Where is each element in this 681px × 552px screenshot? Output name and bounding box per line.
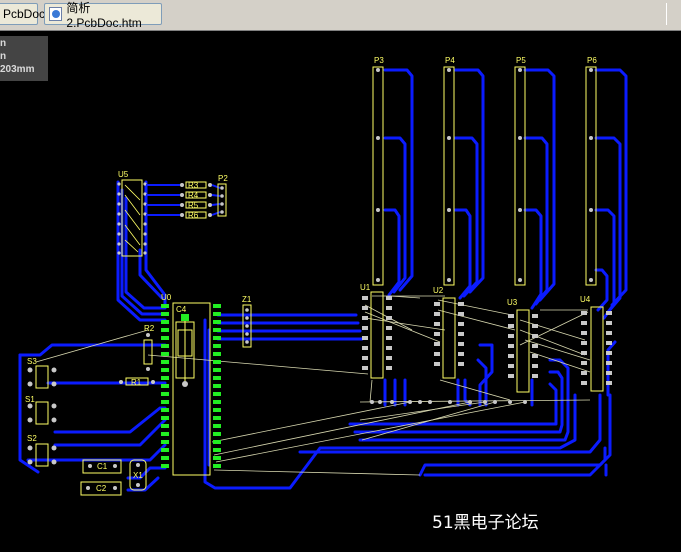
- document-tab-bar: PcbDoc 简析2.PcbDoc.htm: [0, 0, 681, 31]
- connector-p4: P4: [443, 56, 455, 286]
- coordinate-readout: n n 203mm: [0, 36, 48, 81]
- label-x1: X1: [133, 471, 143, 480]
- label-p3: P3: [374, 56, 384, 65]
- label-r3: R3: [188, 181, 199, 190]
- label-u5: U5: [118, 170, 129, 179]
- ic-u4: U4: [580, 295, 612, 392]
- capacitor-c4: C4: [175, 305, 195, 387]
- label-s3: S3: [27, 357, 37, 366]
- connector-p2: P2: [217, 174, 228, 217]
- label-u2: U2: [433, 286, 444, 295]
- label-u3: U3: [507, 298, 518, 307]
- connector-p6: P6: [585, 56, 597, 286]
- label-s2: S2: [27, 434, 37, 443]
- browser-page-icon: [49, 7, 63, 21]
- pcb-board-canvas[interactable]: P3 P4 P5 P6 U1 U2 U: [0, 31, 681, 552]
- readout-line-1: n: [0, 38, 7, 49]
- resistor-r2: R2: [143, 324, 155, 371]
- copper-tracks: [18, 68, 628, 492]
- resistor-bank-pads: [180, 183, 212, 217]
- label-u0: U0: [161, 293, 172, 302]
- switch-s2: S2: [27, 434, 57, 467]
- tab-pcbdoc[interactable]: PcbDoc: [0, 3, 45, 25]
- ic-u1: U1: [360, 283, 392, 379]
- resistor-bank-traces: [146, 184, 221, 216]
- vias: [370, 400, 527, 404]
- label-c4: C4: [176, 305, 187, 314]
- resistor-r1: R1: [119, 377, 155, 387]
- label-u4: U4: [580, 295, 591, 304]
- mcu-u0: U0: [161, 293, 221, 476]
- capacitor-c1: C1: [82, 459, 122, 474]
- readout-line-3: 203mm: [0, 64, 35, 75]
- connector-p5: P5: [514, 56, 526, 286]
- label-p5: P5: [516, 56, 526, 65]
- label-c1: C1: [97, 462, 108, 471]
- label-r6: R6: [188, 211, 199, 220]
- ratsnest-lines: [35, 295, 591, 476]
- label-z1: Z1: [242, 295, 252, 304]
- tab-pcbdoc-label: PcbDoc: [3, 7, 46, 21]
- tab-scroll-area: [666, 3, 681, 25]
- label-u1: U1: [360, 283, 371, 292]
- component-u5: U5: [117, 170, 147, 257]
- crystal-x1: X1: [129, 459, 147, 491]
- switch-s1: S1: [25, 395, 57, 425]
- tab-report-htm[interactable]: 简析2.PcbDoc.htm: [44, 1, 162, 30]
- label-r5: R5: [188, 201, 199, 210]
- ic-u3: U3: [507, 298, 538, 393]
- label-p4: P4: [445, 56, 455, 65]
- label-r4: R4: [188, 191, 199, 200]
- switch-s3: S3: [27, 357, 57, 389]
- label-r1: R1: [131, 378, 142, 387]
- readout-line-2: n: [0, 51, 7, 62]
- resistor-bank: [185, 181, 207, 219]
- label-r2: R2: [144, 324, 155, 333]
- tab-report-htm-label: 简析2.PcbDoc.htm: [66, 0, 142, 30]
- label-p2: P2: [218, 174, 228, 183]
- ic-u2: U2: [433, 286, 464, 379]
- label-s1: S1: [25, 395, 35, 404]
- connector-p3: P3: [372, 56, 384, 286]
- label-c2: C2: [96, 484, 107, 493]
- component-z1: Z1: [242, 295, 252, 348]
- forum-watermark: 51黑电子论坛: [432, 513, 539, 533]
- capacitor-c2: C2: [80, 481, 122, 496]
- label-p6: P6: [587, 56, 597, 65]
